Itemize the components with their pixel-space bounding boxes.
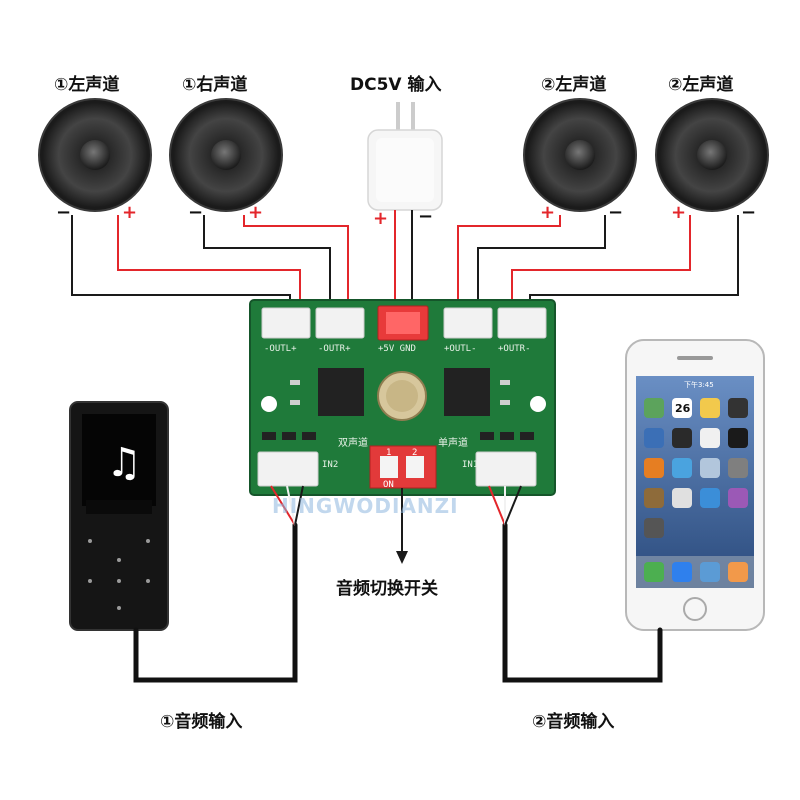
speaker2-label: ①右声道 [182, 75, 248, 95]
cable-input1 [133, 522, 298, 683]
speaker3-label: ②左声道 [541, 75, 607, 95]
power-adapter [367, 102, 443, 211]
speaker4-minus-sign: − [741, 202, 757, 223]
board-in1-label: IN1 [462, 460, 479, 470]
board-outr-minus-label: +OUTR- [498, 344, 531, 354]
wire-speaker1-positive [117, 215, 301, 312]
mode-stereo-label: 双声道 [338, 438, 368, 449]
wire-speaker2-negative [203, 215, 331, 312]
speaker-2 [169, 98, 283, 212]
switch-label: 音频切换开关 [336, 579, 438, 599]
speaker1-minus-sign: − [56, 202, 72, 223]
speaker-3 [523, 98, 637, 212]
speaker1-label: ①左声道 [54, 75, 120, 95]
power-minus-sign: − [418, 206, 434, 227]
wire-speaker2-positive [243, 215, 349, 312]
mp3-player: ♫ [69, 401, 169, 631]
dip-1-label: 1 [386, 448, 392, 458]
input2-label: ②音频输入 [532, 712, 615, 732]
speaker1-plus-sign: + [122, 202, 138, 223]
input1-label: ①音频输入 [160, 712, 243, 732]
app-grid [636, 398, 754, 588]
speaker3-plus-sign: + [540, 202, 556, 223]
input-fanouts [270, 485, 522, 526]
svg-text:♫: ♫ [106, 440, 142, 486]
speaker3-minus-sign: − [608, 202, 624, 223]
smartphone [625, 339, 765, 631]
phone-calendar-date: 26 [675, 402, 691, 415]
speaker2-minus-sign: − [188, 202, 204, 223]
audio-cables [133, 522, 663, 683]
dip-2-label: 2 [412, 448, 418, 458]
board-outr-plus-label: -OUTR+ [318, 344, 351, 354]
wire-speaker4-positive [511, 215, 691, 312]
speaker2-plus-sign: + [248, 202, 264, 223]
wire-speaker3-positive [457, 215, 561, 312]
board-power-pins-label: +5V GND [378, 344, 416, 354]
cable-input2 [502, 522, 663, 683]
watermark-text: HINGWODIANZI [272, 494, 459, 518]
dip-on-label: ON [383, 480, 394, 490]
wire-speaker1-negative [71, 215, 291, 312]
speaker-wires [71, 210, 739, 312]
phone-status-time: 下午3:45 [684, 381, 714, 389]
power-plus-sign: + [373, 208, 389, 229]
board-outl-plus-label: -OUTL+ [264, 344, 297, 354]
amplifier-board [249, 299, 556, 496]
speaker-1 [38, 98, 152, 212]
board-in2-label: IN2 [322, 460, 339, 470]
switch-arrow [396, 488, 408, 564]
wire-speaker3-negative [477, 215, 606, 312]
speaker4-plus-sign: + [671, 202, 687, 223]
power-label: DC5V 输入 [350, 75, 442, 95]
speaker-4 [655, 98, 769, 212]
mode-mono-label: 单声道 [438, 438, 468, 449]
wire-speaker4-negative [529, 215, 739, 312]
board-outl-minus-label: +OUTL- [444, 344, 477, 354]
speaker4-label: ②左声道 [668, 75, 734, 95]
